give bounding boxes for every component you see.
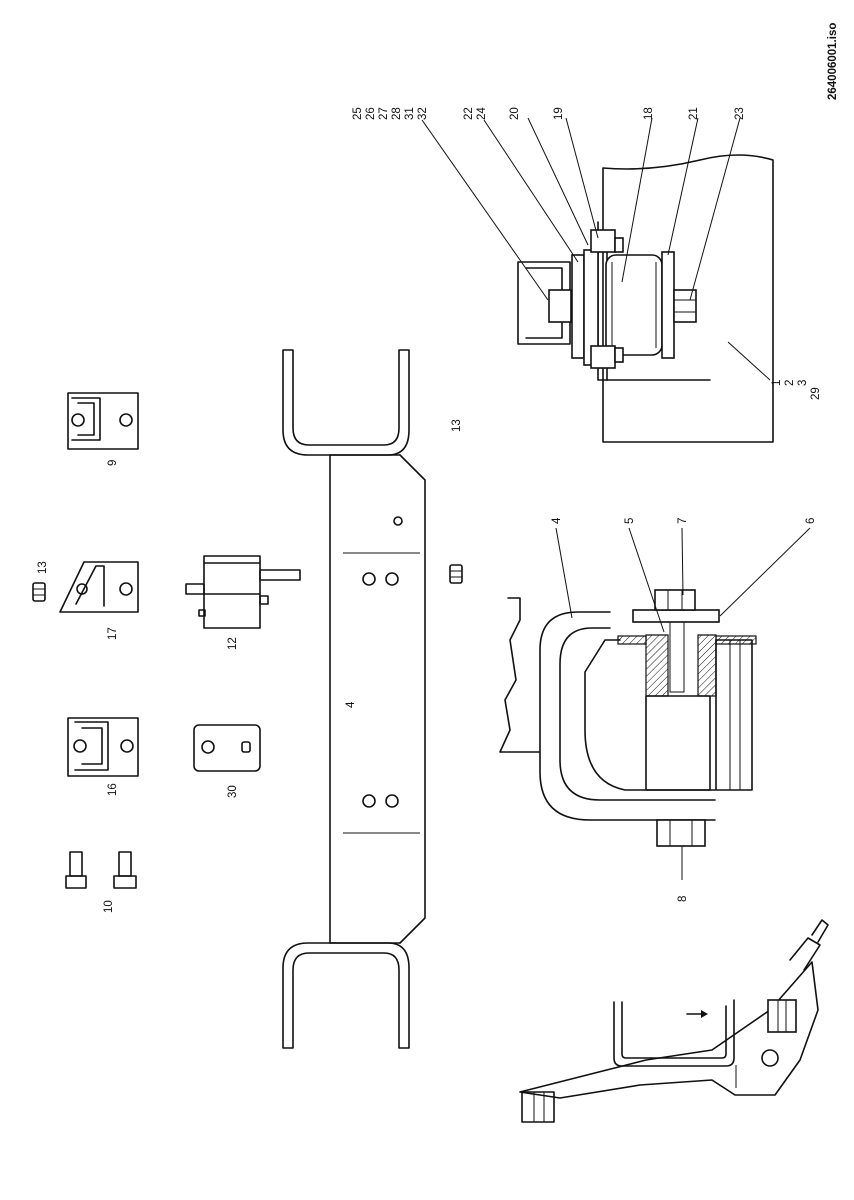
part-9-bracket [67, 392, 139, 450]
part-13-nut-left [32, 582, 46, 602]
label-part-20: 20 [509, 107, 521, 120]
label-part-26: 26 [365, 107, 377, 120]
label-part-12: 12 [227, 637, 239, 650]
lower-mount-assembly [519, 919, 829, 1123]
label-part-25: 25 [352, 107, 364, 120]
label-part-31: 31 [404, 107, 416, 120]
arrow-down-icon [686, 1010, 708, 1018]
part-17-bracket [59, 561, 139, 613]
drawing-reference: 264006001.iso [827, 23, 839, 100]
label-part-24: 24 [476, 107, 488, 120]
label-part-3: 3 [797, 380, 809, 386]
label-part-8: 8 [677, 896, 689, 902]
part-16-bracket [67, 717, 139, 777]
label-part-2: 2 [784, 380, 796, 386]
label-part-32: 32 [417, 107, 429, 120]
label-part-23: 23 [734, 107, 746, 120]
label-part-13-mid: 13 [451, 419, 463, 432]
label-part-19: 19 [553, 107, 565, 120]
label-part-10: 10 [103, 900, 115, 913]
label-part-30: 30 [227, 785, 239, 798]
part-10-bolts [65, 851, 137, 889]
label-part-17: 17 [107, 627, 119, 640]
part-30-plate [193, 724, 261, 772]
label-part-28: 28 [391, 107, 403, 120]
leader-lines [421, 117, 811, 880]
label-part-5: 5 [624, 518, 636, 524]
label-part-22: 22 [463, 107, 475, 120]
label-part-16: 16 [107, 783, 119, 796]
label-part-9: 9 [107, 460, 119, 466]
label-part-18: 18 [643, 107, 655, 120]
label-part-4-beam: 4 [345, 701, 357, 708]
part-13-nut-mid [449, 564, 463, 584]
label-part-13-left: 13 [37, 561, 49, 574]
label-part-1: 1 [771, 380, 783, 386]
label-part-21: 21 [688, 107, 700, 120]
label-part-4-section: 4 [551, 517, 563, 524]
label-part-27: 27 [378, 107, 390, 120]
label-part-7: 7 [677, 518, 689, 524]
part-4-crossmember [282, 349, 426, 1049]
label-part-6: 6 [805, 518, 817, 524]
part-12-rubber-mount [185, 555, 301, 629]
section-view-assembly [499, 589, 757, 847]
label-part-29: 29 [810, 387, 822, 400]
frame-mount-assembly [517, 154, 774, 443]
